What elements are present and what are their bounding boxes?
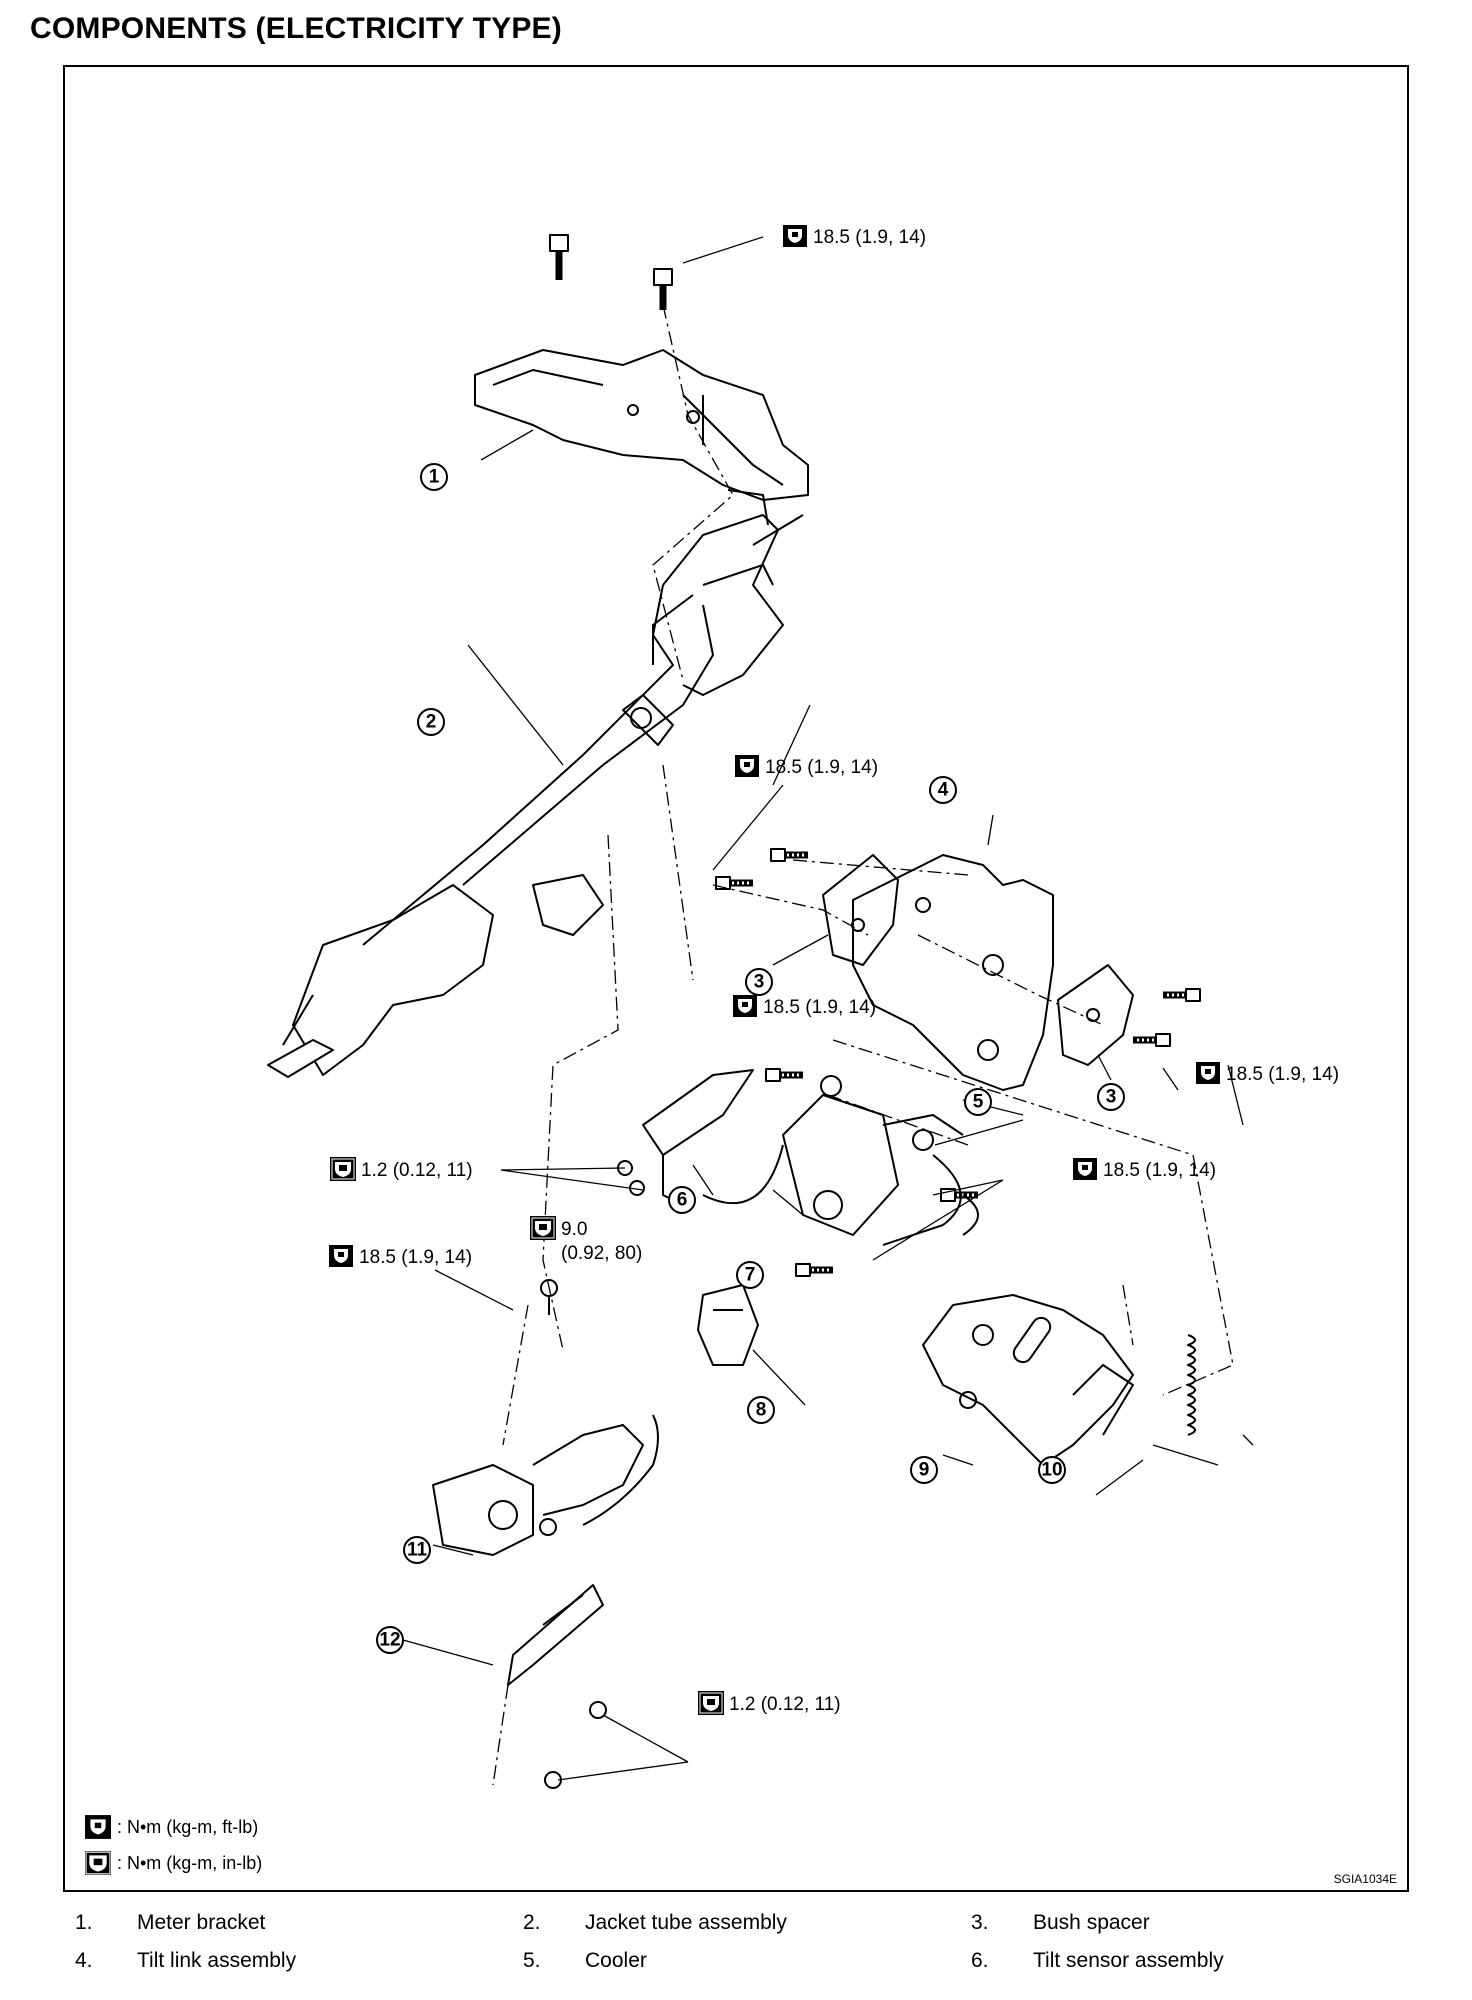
callout-4: 4 (938, 780, 949, 801)
legend: : N•m (kg-m, ft-lb) : N•m (kg-m, in-lb) (85, 1809, 262, 1881)
part-number: 5. (523, 1949, 541, 1972)
diagram-frame (63, 65, 1409, 1892)
tilt-link-part (852, 854, 1054, 1091)
torque-label: 1.2 (0.12, 11) (729, 1694, 841, 1715)
torque-label: (0.92, 80) (561, 1243, 642, 1264)
torque-label: 18.5 (1.9, 14) (1226, 1064, 1339, 1085)
list-item: 3. Bush spacer (959, 1911, 1407, 1935)
torque-label: 18.5 (1.9, 14) (359, 1247, 472, 1268)
part-number: 6. (971, 1949, 989, 1972)
torque-label: 9.0 (561, 1219, 587, 1240)
part-number: 4. (75, 1949, 93, 1972)
torque-label: 18.5 (1.9, 14) (765, 757, 878, 778)
bracket-part (922, 1294, 1134, 1466)
parts-list: 1. Meter bracket 2. Jacket tube assembly… (63, 1904, 1409, 1980)
callout-1: 1 (429, 467, 440, 488)
callout-2: 2 (426, 712, 437, 733)
callout-10: 10 (1041, 1460, 1062, 1481)
torque-label: 18.5 (1.9, 14) (1103, 1160, 1216, 1181)
list-item: 4. Tilt link assembly (63, 1949, 511, 1973)
callout-5: 5 (973, 1092, 984, 1113)
bolt (549, 234, 569, 280)
torque-label: 18.5 (1.9, 14) (763, 997, 876, 1018)
legend-item: : N•m (kg-m, ft-lb) (85, 1809, 262, 1845)
part-number: 2. (523, 1911, 541, 1934)
part-name: Bush spacer (1033, 1911, 1150, 1934)
jacket-tube-part (267, 489, 804, 1078)
part-name: Tilt link assembly (137, 1949, 297, 1972)
sensor-plate-part (507, 1584, 604, 1686)
callout-7: 7 (745, 1265, 756, 1286)
figure-id: SGIA1034E (1333, 1872, 1397, 1886)
legend-label: : N•m (kg-m, ft-lb) (117, 1816, 259, 1837)
part-name: Jacket tube assembly (585, 1911, 787, 1934)
meter-bracket-part (474, 349, 809, 501)
parts-row: 4. Tilt link assembly 5. Cooler 6. Tilt … (63, 1942, 1409, 1980)
part-number: 1. (75, 1911, 93, 1934)
part-number: 3. (971, 1911, 989, 1934)
list-item: 2. Jacket tube assembly (511, 1911, 959, 1935)
legend-label: : N•m (kg-m, in-lb) (117, 1852, 263, 1873)
callout-12: 12 (379, 1630, 400, 1651)
callout-3: 3 (1106, 1087, 1117, 1108)
callout-8: 8 (756, 1400, 767, 1421)
bush-spacer-part (822, 854, 1134, 1066)
part-name: Cooler (585, 1949, 647, 1972)
exploded-view-diagram: 1 2 3 3 4 5 6 7 8 9 10 11 12 18.5 (1.9, … (267, 225, 1339, 1789)
torque-ftlb-icon (85, 1815, 111, 1839)
spring-part (1187, 1334, 1196, 1436)
motor-part (432, 1414, 659, 1556)
list-item: 5. Cooler (511, 1949, 959, 1973)
legend-item: : N•m (kg-m, in-lb) (85, 1845, 262, 1881)
torque-label: 1.2 (0.12, 11) (361, 1160, 473, 1181)
torque-label: 18.5 (1.9, 14) (813, 227, 926, 248)
callout-11: 11 (407, 1540, 428, 1561)
part-name: Tilt sensor assembly (1033, 1949, 1224, 1972)
callout-3: 3 (754, 972, 765, 993)
list-item: 6. Tilt sensor assembly (959, 1949, 1407, 1973)
callout-6: 6 (677, 1190, 688, 1211)
parts-row: 1. Meter bracket 2. Jacket tube assembly… (63, 1904, 1409, 1942)
list-item: 1. Meter bracket (63, 1911, 511, 1935)
part-name: Meter bracket (137, 1911, 266, 1934)
torque-inlb-icon (85, 1851, 111, 1875)
page-title: COMPONENTS (ELECTRICITY TYPE) (30, 12, 562, 45)
callout-9: 9 (919, 1460, 930, 1481)
